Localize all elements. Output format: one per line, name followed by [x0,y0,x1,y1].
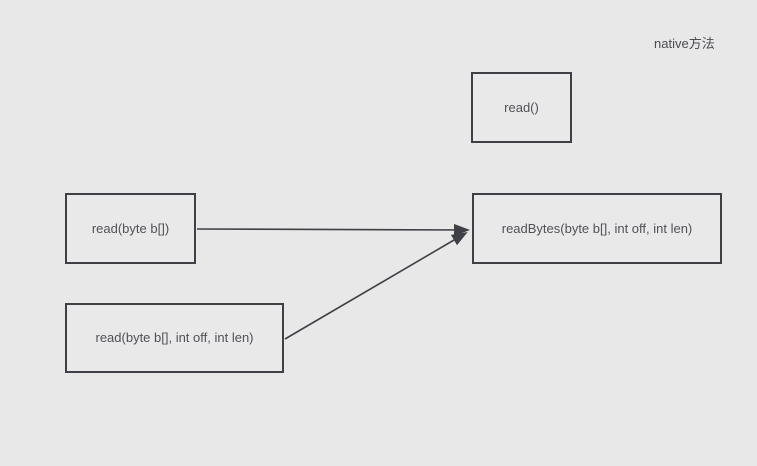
node-read-label: read() [504,99,539,115]
node-read-byte-array-off-len: read(byte b[], int off, int len) [65,303,284,373]
node-read: read() [471,72,572,143]
edge-read-b-to-readbytes [196,223,470,236]
node-readbytes-label: readBytes(byte b[], int off, int len) [501,220,693,236]
node-read-byte-array-label: read(byte b[]) [91,220,170,236]
edge-read-b-off-len-to-readbytes [284,231,468,340]
node-readbytes: readBytes(byte b[], int off, int len) [472,193,722,264]
node-read-byte-array-off-len-label: read(byte b[], int off, int len) [95,330,254,346]
node-read-byte-array: read(byte b[]) [65,193,196,264]
annotation-native-method: native方法 [654,36,715,51]
